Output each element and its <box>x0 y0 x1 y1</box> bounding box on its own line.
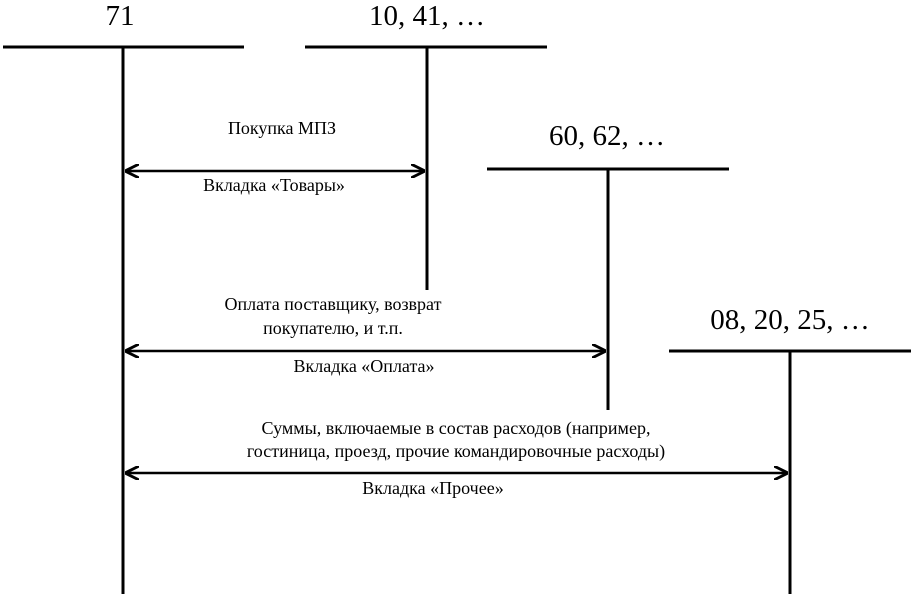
flow-payment-tab: Вкладка «Оплата» <box>293 356 434 376</box>
flow-goods-tab: Вкладка «Товары» <box>203 175 345 195</box>
t-account-60-62: 60, 62, … <box>487 120 729 410</box>
account-label-60-62: 60, 62, … <box>549 120 665 152</box>
flow-other: Суммы, включаемые в состав расходов (нап… <box>125 418 788 498</box>
flow-payment: Оплата поставщику, возврат покупателю, и… <box>125 294 606 376</box>
account-label-10-41: 10, 41, … <box>369 0 485 32</box>
t-account-10-41: 10, 41, … <box>305 0 547 290</box>
flow-other-description-line2: гостиница, проезд, прочие командировочны… <box>247 441 665 462</box>
flow-goods-description: Покупка МПЗ <box>228 118 336 138</box>
flow-other-description-line1: Суммы, включаемые в состав расходов (нап… <box>262 418 651 439</box>
flow-goods: Покупка МПЗ Вкладка «Товары» <box>125 118 425 195</box>
t-account-71: 71 <box>3 0 244 594</box>
flow-payment-description-line1: Оплата поставщику, возврат <box>225 294 442 314</box>
flow-other-tab: Вкладка «Прочее» <box>362 478 503 498</box>
account-label-71: 71 <box>106 0 135 32</box>
flow-payment-description-line2: покупателю, и т.п. <box>263 318 403 338</box>
account-label-08-20-25: 08, 20, 25, … <box>710 304 870 336</box>
t-account-08-20-25: 08, 20, 25, … <box>669 304 911 594</box>
